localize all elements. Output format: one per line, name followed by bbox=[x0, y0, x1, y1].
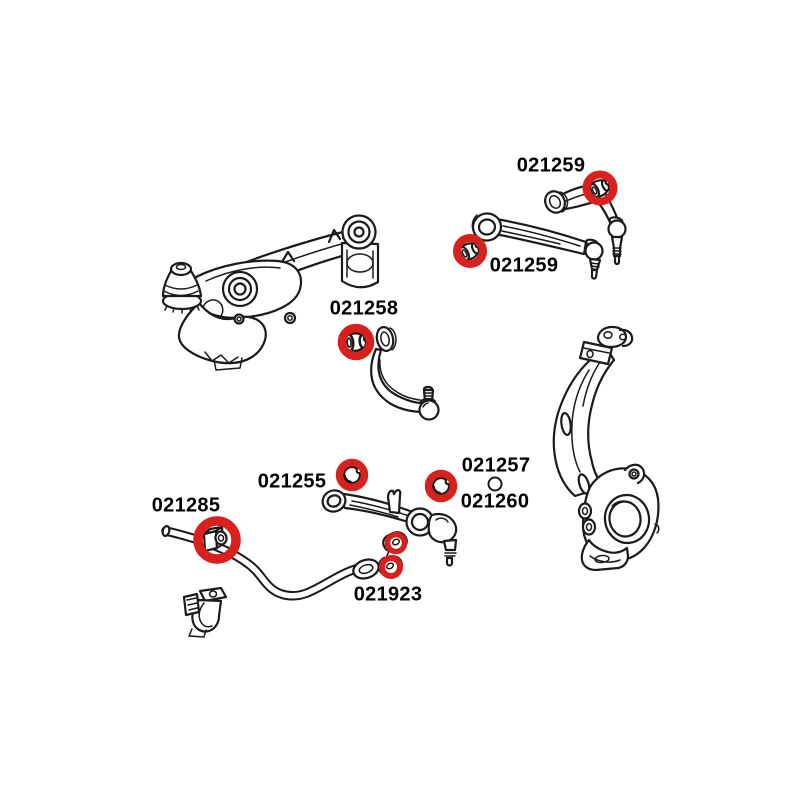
lower-control-arm bbox=[321, 465, 458, 567]
upper-control-arm-rear bbox=[456, 212, 604, 280]
subframe-drawing bbox=[161, 214, 380, 371]
part-label-021260: 021260 bbox=[460, 490, 530, 513]
upper-control-arm-front bbox=[544, 174, 627, 266]
part-label-021259-rear: 021259 bbox=[489, 254, 559, 277]
highlight-021255 bbox=[335, 458, 369, 492]
highlight-021259-rear bbox=[453, 234, 487, 268]
sway-bar-bushing bbox=[202, 525, 228, 553]
part-label-021923: 021923 bbox=[353, 583, 423, 606]
part-label-021258: 021258 bbox=[329, 297, 399, 320]
highlight-rings bbox=[193, 170, 618, 579]
highlight-021923-top bbox=[384, 531, 408, 555]
part-label-021285: 021285 bbox=[151, 494, 221, 517]
caster-arm bbox=[342, 326, 440, 421]
highlight-021260 bbox=[424, 469, 458, 503]
part-label-021259-front: 021259 bbox=[516, 154, 586, 177]
highlight-021259-front bbox=[582, 170, 618, 206]
part-label-021255: 021255 bbox=[257, 470, 327, 493]
steering-knuckle-drawing bbox=[552, 325, 660, 572]
sway-bar-bracket bbox=[182, 586, 228, 638]
snap-ring-021257 bbox=[487, 476, 503, 492]
highlight-021923-bottom bbox=[379, 555, 403, 579]
highlight-021285 bbox=[193, 516, 241, 564]
part-label-021257: 021257 bbox=[461, 454, 531, 477]
highlight-021258 bbox=[337, 323, 375, 361]
